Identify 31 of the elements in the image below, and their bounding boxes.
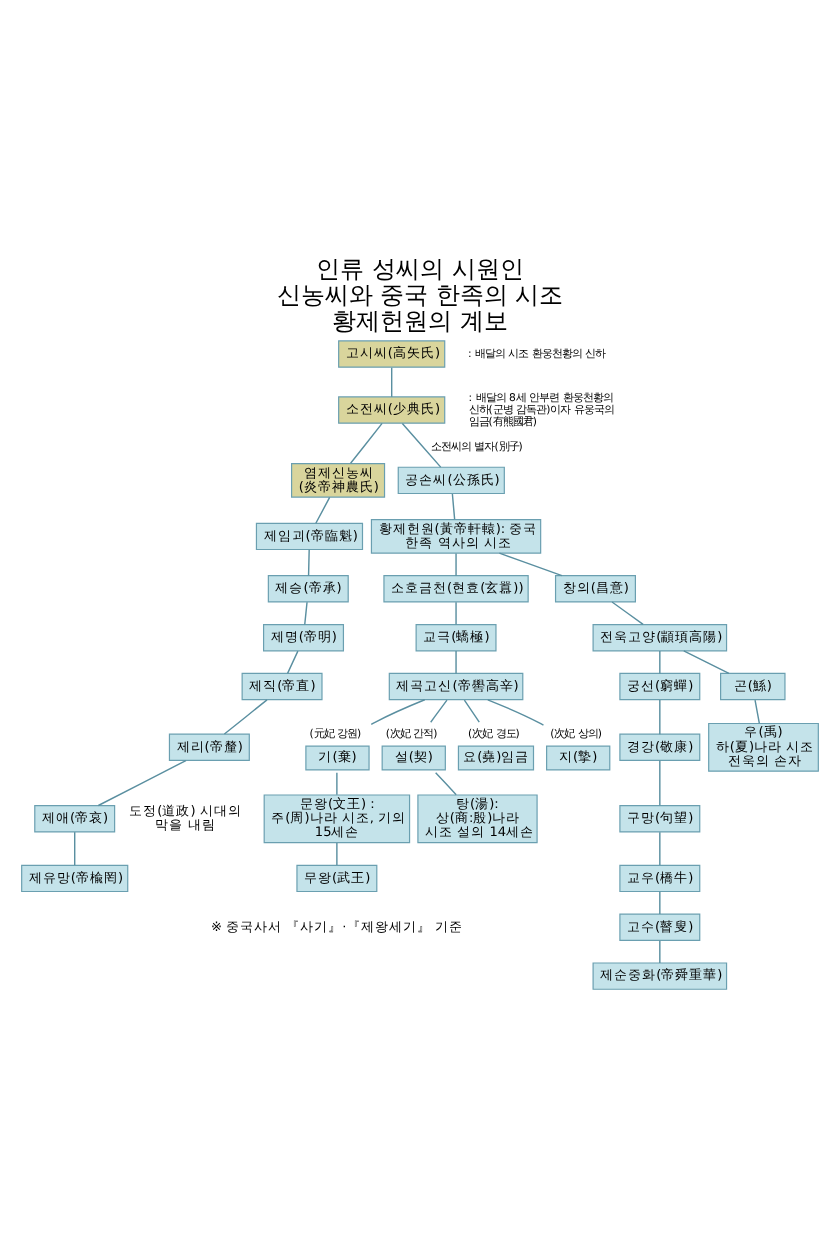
connector — [487, 698, 545, 725]
connector — [370, 698, 426, 725]
connector — [430, 698, 448, 722]
connector — [659, 890, 661, 914]
connector — [683, 649, 730, 674]
connector — [463, 698, 480, 722]
connector — [304, 600, 308, 625]
connector — [659, 938, 661, 963]
connector — [451, 492, 456, 520]
connector — [74, 830, 76, 865]
connector — [455, 551, 457, 576]
connector — [336, 841, 338, 865]
connector — [434, 770, 457, 795]
connector — [307, 548, 310, 576]
connector — [455, 649, 457, 674]
connector — [659, 758, 661, 805]
connector — [391, 365, 393, 397]
connector — [223, 698, 268, 734]
connector — [336, 770, 338, 795]
connector — [315, 495, 331, 523]
connector — [349, 421, 383, 464]
connector — [659, 698, 661, 734]
connector — [401, 421, 442, 467]
connector — [97, 758, 187, 806]
connector — [455, 600, 457, 625]
connector — [659, 649, 661, 674]
connector — [659, 830, 661, 865]
connector — [754, 698, 760, 723]
connector — [611, 600, 644, 625]
diagram-title: 인류 성씨의 시원인 신농씨와 중국 한족의 시조 황제헌원의 계보 — [276, 253, 564, 335]
connector — [286, 649, 299, 674]
